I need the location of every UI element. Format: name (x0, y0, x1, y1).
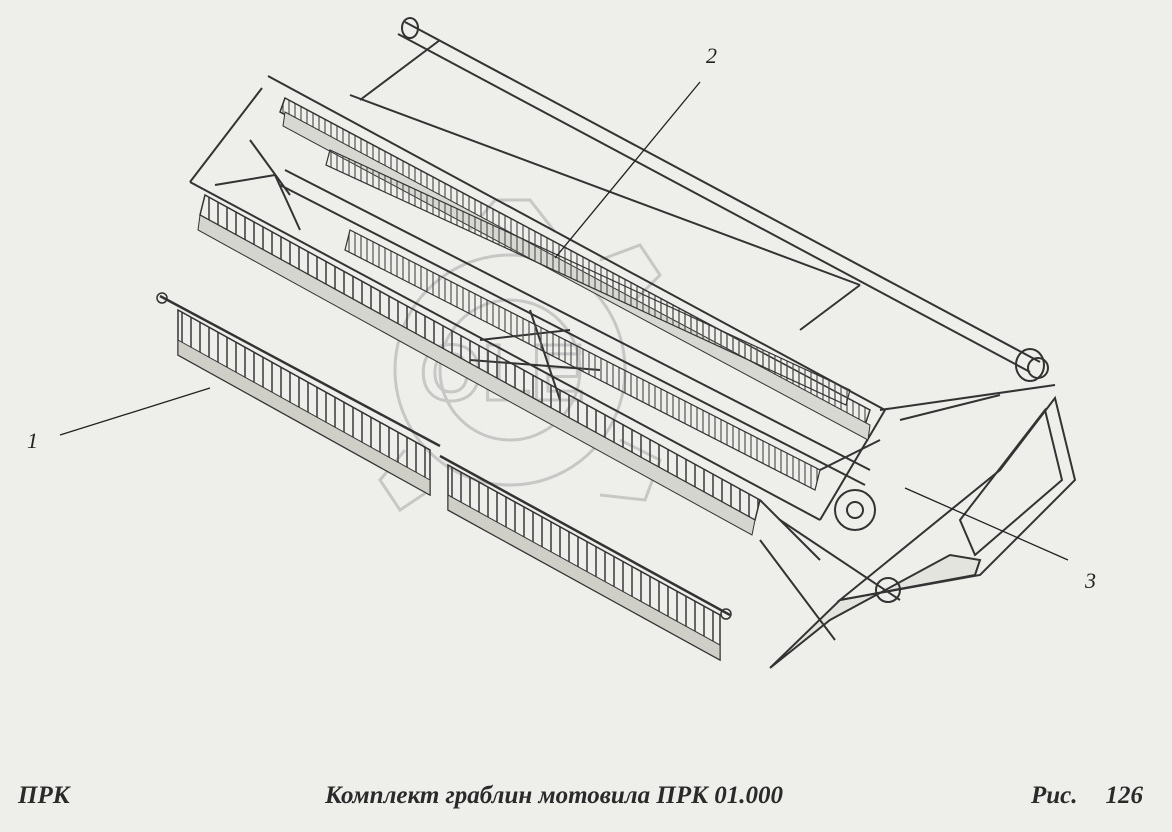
loose-rake-bars (156, 292, 732, 662)
callout-2: 2 (706, 43, 717, 68)
callout-1: 1 (27, 428, 38, 453)
figure-number: Рис. 126 (1031, 782, 1143, 810)
figure-number-value: 126 (1105, 782, 1144, 809)
leader-lines (59, 81, 1069, 561)
drive-side-frame (759, 357, 1077, 669)
figure-label: Рис. (1031, 782, 1078, 809)
callout-3: 3 (1085, 568, 1096, 593)
figure-title: Комплект граблин мотовила ПРК 01.000 (325, 782, 784, 809)
footer-code: ПРК (18, 782, 70, 809)
reel-rake-bars (197, 96, 871, 536)
